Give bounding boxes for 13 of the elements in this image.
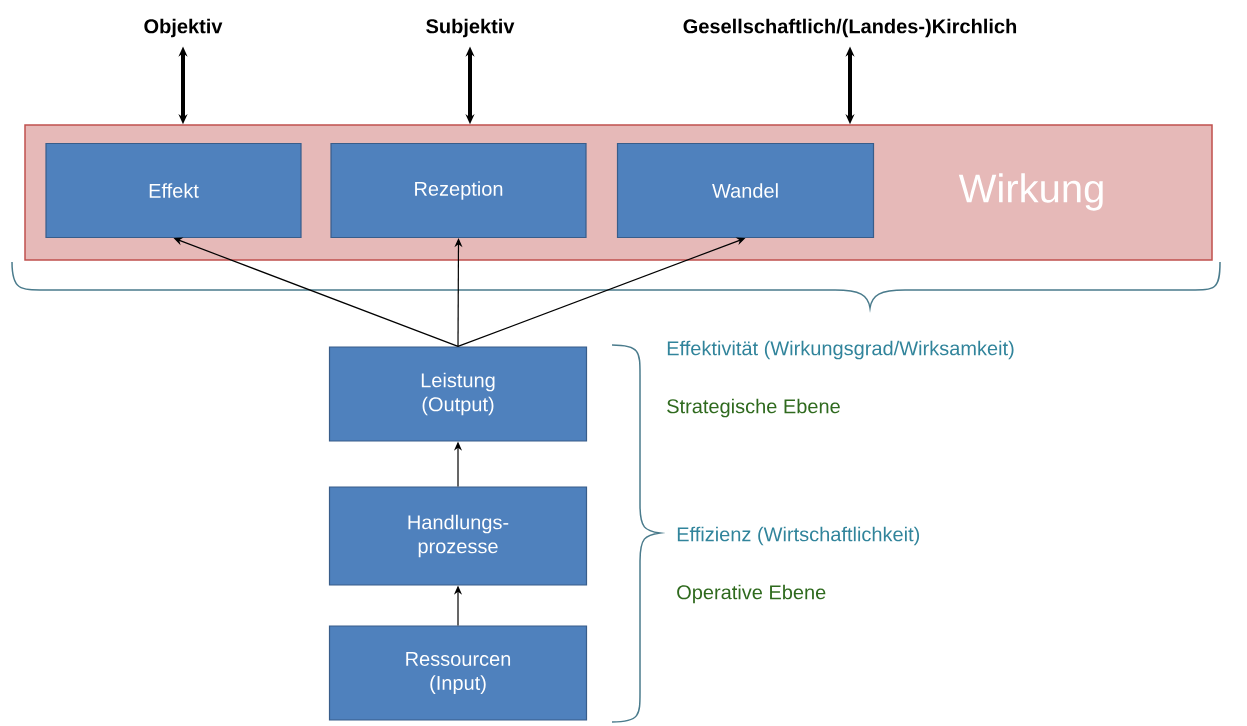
heading-text: Objektiv xyxy=(144,18,223,38)
annotation-text: Operative Ebene xyxy=(677,584,826,604)
heading-text: Subjektiv xyxy=(426,18,515,38)
process-box: Ressourcen (Input) xyxy=(328,625,588,721)
process-box: Effekt xyxy=(45,142,302,239)
process-box: Leistung (Output) xyxy=(328,346,588,442)
annotation-text: Effektivität (Wirkungsgrad/Wirksamkeit) xyxy=(667,340,1014,360)
process-box: Wandel xyxy=(616,142,875,239)
annotation-text: Strategische Ebene xyxy=(667,398,840,418)
annotation-text: Effizienz (Wirtschaftlichkeit) xyxy=(677,526,920,546)
heading-text: Gesellschaftlich/(Landes-)Kirchlich xyxy=(683,18,1017,38)
process-box: Handlungs- prozesse xyxy=(328,486,588,586)
process-box: Rezeption xyxy=(330,142,587,239)
